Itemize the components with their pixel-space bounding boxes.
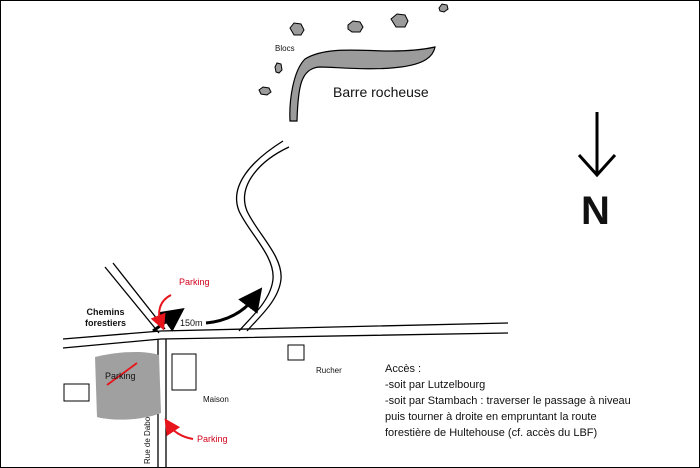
north-letter: N bbox=[581, 189, 610, 233]
building-house bbox=[171, 353, 197, 391]
blocs-label: Blocs bbox=[275, 44, 295, 53]
north-arrow bbox=[577, 112, 617, 178]
boulder bbox=[289, 22, 305, 36]
boulders bbox=[258, 3, 449, 96]
parking-top-label: Parking bbox=[179, 277, 210, 287]
forest-track bbox=[236, 140, 290, 332]
building-left bbox=[63, 383, 90, 402]
access-note: Accès : -soit par Lutzelbourg -soit par … bbox=[385, 361, 631, 441]
forest-paths-label: Chemins forestiers bbox=[85, 307, 126, 329]
apiary-label: Rucher bbox=[316, 366, 342, 375]
parking-bottom-label: Parking bbox=[197, 434, 228, 444]
closed-parking-label: Parking bbox=[105, 371, 136, 381]
boulder bbox=[390, 13, 409, 28]
route-arrow-long bbox=[205, 287, 263, 325]
access-line: puis tourner à droite en empruntant la r… bbox=[385, 411, 597, 423]
access-heading: Accès : bbox=[385, 363, 422, 375]
closed-parking-cross bbox=[106, 362, 138, 386]
cliff-label: Barre rocheuse bbox=[333, 84, 429, 100]
house-label: Maison bbox=[203, 395, 229, 404]
closed-parking-area bbox=[95, 351, 161, 420]
building-apiary bbox=[287, 344, 305, 361]
main-road bbox=[62, 322, 509, 349]
distance-label: 150m bbox=[180, 318, 203, 328]
boulder bbox=[438, 3, 449, 13]
access-line: -soit par Stambach : traverser le passag… bbox=[385, 395, 631, 407]
rock-barrier bbox=[289, 46, 436, 122]
parking-arrow-top bbox=[150, 294, 172, 331]
parking-arrow-bottom bbox=[164, 418, 194, 440]
boulder bbox=[347, 20, 364, 33]
forest-paths-label-line1: Chemins bbox=[86, 307, 125, 317]
access-line: forestière de Hultehouse (cf. accès du L… bbox=[385, 427, 598, 439]
boulder bbox=[274, 62, 283, 74]
forest-paths-label-line2: forestiers bbox=[85, 318, 127, 328]
boulder bbox=[258, 86, 272, 96]
road-label: Rue de Dabo bbox=[143, 416, 152, 464]
access-line: -soit par Lutzelbourg bbox=[385, 379, 486, 391]
